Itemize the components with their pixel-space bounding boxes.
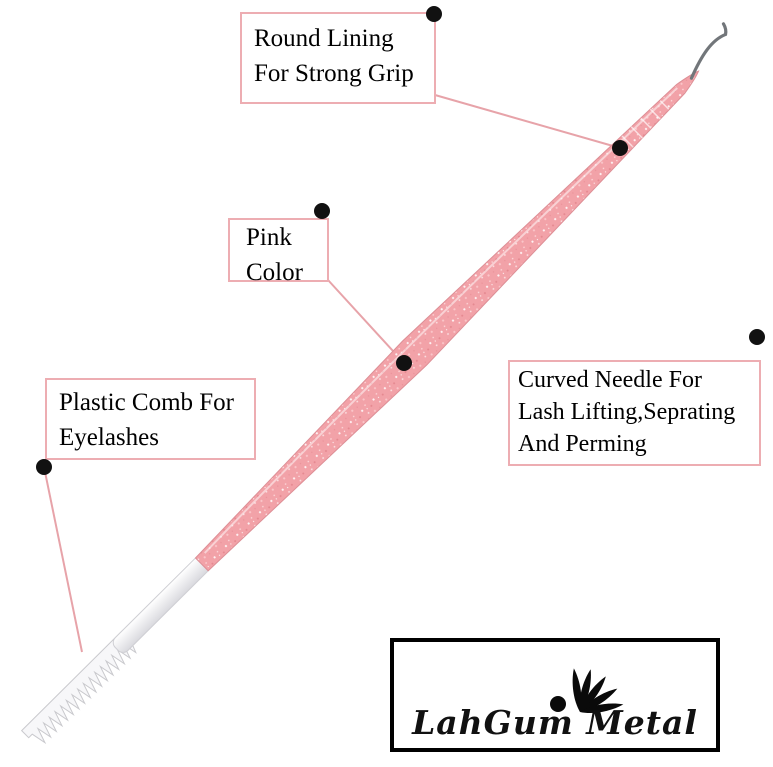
curved-needle [689, 22, 728, 80]
callout-curved-needle-line2: Lash Lifting,Seprating [518, 398, 736, 425]
callout-round-lining-line2: For Strong Grip [254, 59, 414, 87]
callout-round-lining: Round Lining For Strong Grip [240, 12, 436, 104]
callout-pink-color-line2: Color [246, 258, 303, 286]
marker-dot-curved-needle [749, 329, 765, 345]
tool-dot-grip [612, 140, 628, 156]
connector-plastic-comb [43, 466, 83, 653]
brand-logo-box: LahGum Metal [390, 638, 720, 752]
pink-glitter-body [194, 70, 700, 572]
callout-curved-needle-line1: Curved Needle For [518, 367, 702, 393]
callout-plastic-comb-line1: Plastic Comb For [59, 389, 235, 416]
brand-name: LahGum Metal [412, 703, 698, 742]
callout-curved-needle: Curved Needle For Lash Lifting,Seprating… [508, 360, 761, 466]
callout-curved-needle-line3: And Perming [518, 430, 647, 457]
leaf-fan-icon [550, 667, 624, 716]
callout-round-lining-line1: Round Lining [254, 25, 394, 52]
callout-connector-lines [43, 94, 621, 653]
callout-plastic-comb-line2: Eyelashes [59, 423, 159, 451]
lash-tool [20, 22, 728, 745]
connector-round-lining [434, 94, 621, 149]
callout-plastic-comb: Plastic Comb For Eyelashes [45, 378, 256, 460]
tool-dot-body [396, 355, 412, 371]
body-sheen [203, 87, 678, 554]
callout-pink-color-line1: Pink [246, 224, 292, 251]
marker-dot-pink-color [314, 203, 330, 219]
connector-pink-color [327, 279, 405, 364]
callout-pink-color: Pink Color [228, 218, 329, 286]
grip-lining [621, 100, 670, 148]
marker-dot-round-lining [426, 6, 442, 22]
plastic-comb [20, 629, 137, 745]
marker-dot-plastic-comb [36, 459, 52, 475]
plastic-handle [112, 551, 215, 653]
